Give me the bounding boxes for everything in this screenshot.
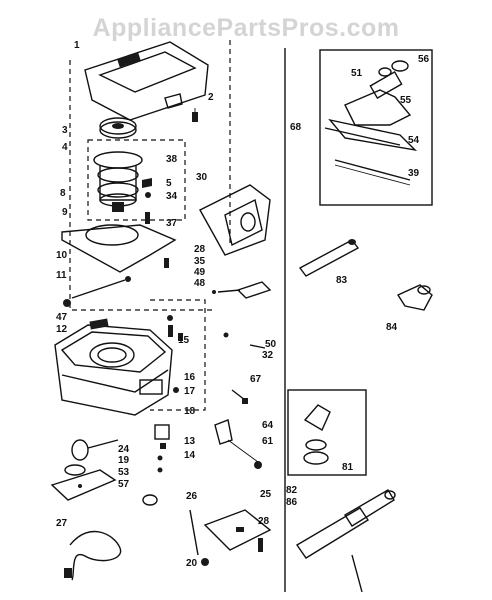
part-label: 11 xyxy=(56,270,67,281)
part-label: 38 xyxy=(166,154,178,165)
part-label: 15 xyxy=(178,335,190,346)
part-label: 19 xyxy=(118,455,130,466)
part-label: 14 xyxy=(184,450,196,461)
part-label: 26 xyxy=(186,491,198,502)
part-label: 1 xyxy=(74,40,80,51)
part-label: 50 xyxy=(265,339,277,350)
part-label: 8 xyxy=(60,188,66,199)
part-label: 20 xyxy=(186,558,198,569)
washer-part xyxy=(63,299,71,307)
part-label: 61 xyxy=(262,436,274,447)
nozzle-84-part xyxy=(396,284,433,311)
tool-box-frame xyxy=(319,49,433,206)
part-label: 86 xyxy=(286,497,298,508)
part-label: 64 xyxy=(262,420,274,431)
top-cover-part xyxy=(84,41,209,121)
watermark: AppliancePartsPros.com xyxy=(92,14,400,42)
fitting-parts xyxy=(214,419,262,469)
clip-part xyxy=(167,315,183,341)
switch-parts xyxy=(154,387,179,449)
part-label: 2 xyxy=(208,92,214,103)
part-label: 57 xyxy=(118,479,130,490)
part-label: 3 xyxy=(62,125,68,136)
part-label: 48 xyxy=(194,278,206,289)
gasket-part xyxy=(85,224,139,246)
latch-parts xyxy=(164,258,272,299)
knob-part xyxy=(142,494,158,506)
spring-parts xyxy=(223,332,266,349)
dashed-outline-left xyxy=(69,60,215,311)
part-label: 27 xyxy=(56,518,68,529)
part-label: 28 xyxy=(194,244,206,255)
dashed-outline-mid xyxy=(150,299,206,411)
screw-part xyxy=(192,108,198,122)
nut-20-part xyxy=(201,558,209,566)
part-label: 28 xyxy=(258,516,270,527)
part-label: 5 xyxy=(166,178,172,189)
plate-part xyxy=(203,509,272,551)
part-label: 67 xyxy=(250,374,262,385)
part-label: 34 xyxy=(166,191,178,202)
part-label: 83 xyxy=(336,275,348,286)
main-housing-part xyxy=(54,318,173,416)
part-label: 47 xyxy=(56,312,68,323)
part-label: 13 xyxy=(184,436,196,447)
adapter-box-frame xyxy=(287,389,367,476)
part-label: 30 xyxy=(196,172,208,183)
screw-28-part xyxy=(258,538,263,552)
part-label: 12 xyxy=(56,324,68,335)
rod-part xyxy=(71,276,131,299)
part-label: 84 xyxy=(386,322,398,333)
part-label: 35 xyxy=(194,256,206,267)
adapter-81-part xyxy=(303,404,331,465)
wheel-part xyxy=(64,439,119,476)
part-label: 37 xyxy=(166,218,178,229)
part-label: 39 xyxy=(408,168,420,179)
brush-strip-part xyxy=(334,159,411,186)
part-label: 82 xyxy=(286,485,298,496)
wand-part xyxy=(298,239,360,277)
part-label: 55 xyxy=(400,95,412,106)
part-label: 4 xyxy=(62,142,68,153)
part-label: 54 xyxy=(408,135,420,146)
part-label: 10 xyxy=(56,250,68,261)
part-label: 68 xyxy=(290,122,302,133)
small-fasteners xyxy=(142,178,152,224)
screw-set-part xyxy=(157,455,163,473)
part-label: 53 xyxy=(118,467,130,478)
extension-wand-parts xyxy=(295,489,396,593)
part-label: 25 xyxy=(260,489,272,500)
part-label: 51 xyxy=(351,68,363,79)
motor-part xyxy=(93,151,143,212)
part-label: 81 xyxy=(342,462,354,473)
part-label: 49 xyxy=(194,267,206,278)
filter-part xyxy=(99,117,137,139)
switch-67-part xyxy=(231,389,248,404)
part-label: 24 xyxy=(118,444,130,455)
part-label: 17 xyxy=(184,386,196,397)
part-label: 32 xyxy=(262,350,274,361)
panel-part xyxy=(50,469,117,501)
rod-26-part xyxy=(189,509,199,556)
part-label: 18 xyxy=(184,406,196,417)
part-label: 56 xyxy=(418,54,430,65)
part-label: 9 xyxy=(62,207,68,218)
floor-brush-part xyxy=(324,118,418,152)
dashed-outline-motor xyxy=(87,139,186,221)
power-cord-part xyxy=(64,530,122,581)
part-label: 16 xyxy=(184,372,196,383)
dust-bag-part xyxy=(199,184,271,256)
belt-part xyxy=(61,224,177,273)
